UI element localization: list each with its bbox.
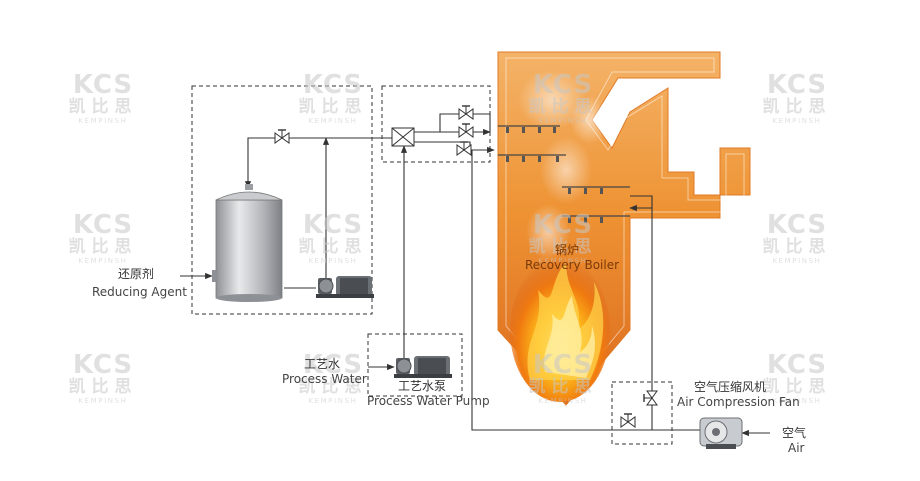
valve-middle-lance: [458, 123, 474, 138]
watermark: KCS 凯比思 KEMPINSH: [762, 70, 832, 125]
process-water-pump-label-cn: 工艺水泵: [398, 379, 447, 393]
static-mixer: [391, 127, 415, 147]
watermark: KCS 凯比思 KEMPINSH: [298, 70, 368, 125]
process-water-label-cn: 工艺水: [304, 357, 341, 371]
valve-reducing-agent: [274, 129, 290, 144]
boiler-label-en: Recovery Boiler: [525, 258, 620, 272]
watermark: KCS 凯比思 KEMPINSH: [298, 350, 368, 405]
reducing-agent-label-cn: 还原剂: [118, 267, 155, 281]
reducing-agent-label-en: Reducing Agent: [92, 285, 187, 299]
air-fan-skid-box: [611, 381, 673, 445]
watermark: KCS 凯比思 KEMPINSH: [528, 210, 598, 265]
air-compression-fan: [699, 417, 743, 449]
air-label-en: Air: [788, 441, 805, 455]
valve-air-vertical: [643, 390, 658, 406]
watermark: KCS 凯比思 KEMPINSH: [762, 210, 832, 265]
valve-upper-lance: [458, 105, 474, 120]
injection-lances: [498, 125, 630, 223]
air-label-cn: 空气: [782, 426, 807, 440]
water-pump-skid-box: [367, 333, 463, 397]
valve-air-left: [620, 413, 636, 428]
piping: [180, 113, 770, 437]
mixing-skid-box: [381, 85, 491, 163]
process-water-pump-label-en: Process Water Pump: [367, 394, 490, 408]
reducing-agent-pump: [316, 276, 374, 298]
fire-graphic: [510, 258, 610, 402]
process-water-label-en: Process Water: [282, 372, 367, 386]
watermark: KCS 凯比思 KEMPINSH: [762, 350, 832, 405]
boiler-inner-outline: [505, 57, 745, 397]
watermark: KCS 凯比思 KEMPINSH: [68, 350, 138, 405]
watermark: KCS 凯比思 KEMPINSH: [68, 210, 138, 265]
watermark: KCS 凯比思 KEMPINSH: [528, 350, 598, 405]
air-compression-fan-label-en: Air Compression Fan: [677, 395, 800, 409]
reducing-agent-tank: [212, 184, 283, 302]
boiler-label-cn: 锅炉: [555, 243, 580, 257]
valve-lower-lance: [456, 141, 472, 156]
air-compression-fan-label-cn: 空气压缩风机: [694, 380, 767, 394]
process-water-pump: [394, 356, 452, 378]
dashed-boundaries: [191, 85, 673, 445]
watermark: KCS 凯比思 KEMPINSH: [68, 70, 138, 125]
storage-skid-box: [191, 85, 373, 315]
watermark: KCS 凯比思 KEMPINSH: [298, 210, 368, 265]
watermark: KCS 凯比思 KEMPINSH: [528, 70, 598, 125]
